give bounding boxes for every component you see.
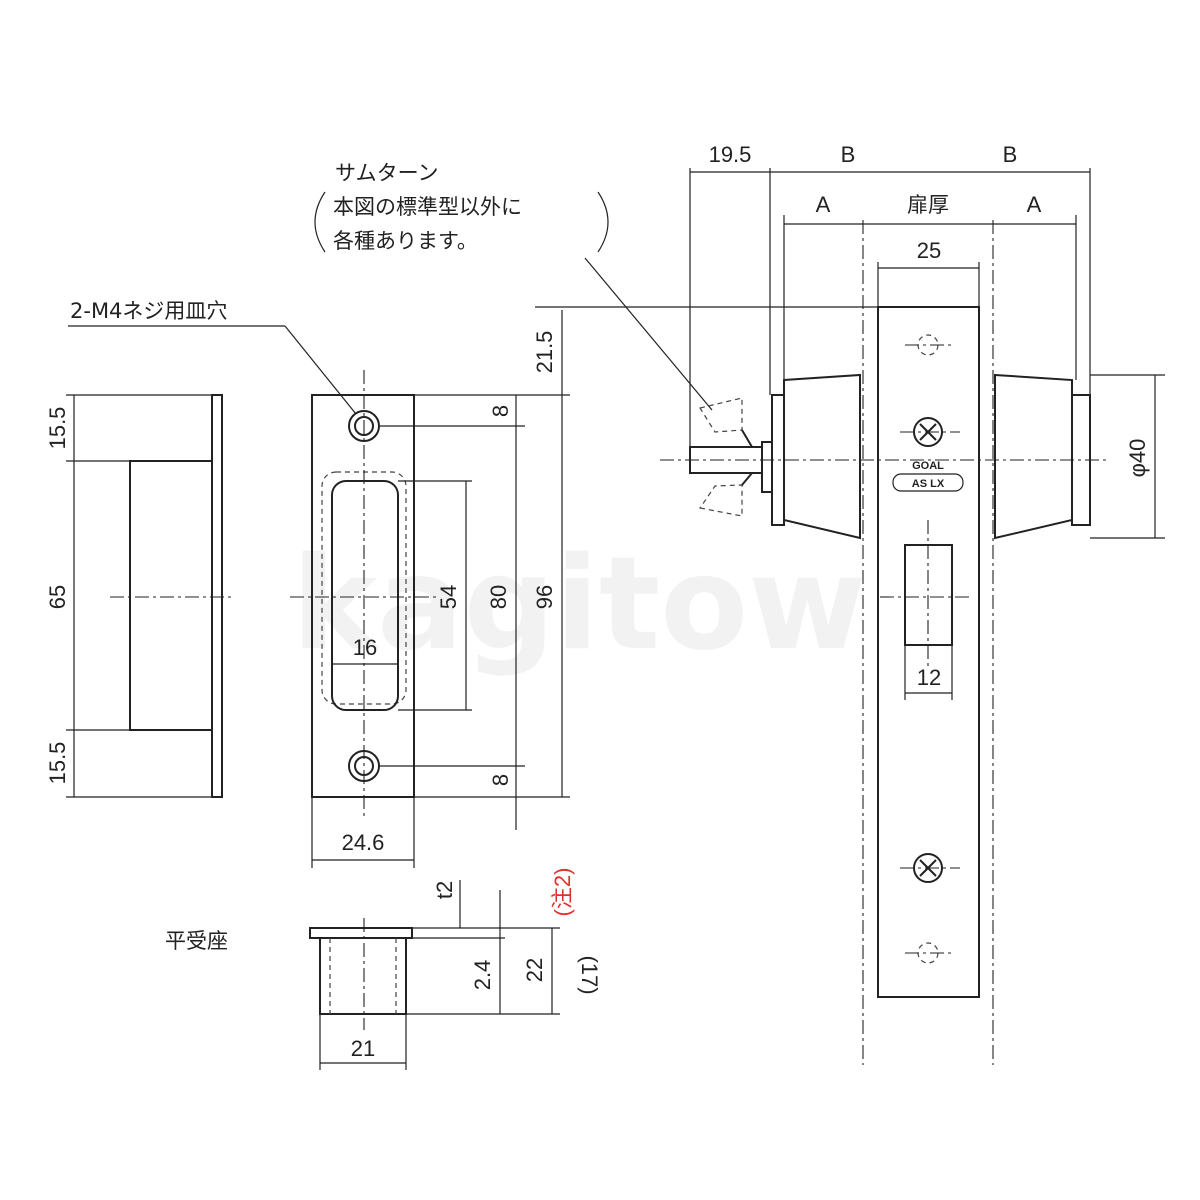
dim-top-offset: 21.5	[532, 331, 557, 374]
dim-side-top: 15.5	[45, 407, 70, 450]
lock-assembly-view: 12 GOAL AS LX	[535, 142, 1165, 1065]
dim-hole-pitch: 80	[486, 585, 511, 609]
dim-side-mid: 65	[45, 585, 70, 609]
dim-thumbturn-offset: 19.5	[709, 142, 752, 167]
thumbturn-icon	[689, 397, 763, 517]
strike-side-view: 15.5 65 15.5	[45, 394, 235, 798]
dim-door-thickness: 扉厚	[907, 193, 949, 217]
left-escutcheon	[783, 373, 861, 540]
flat-box	[319, 937, 407, 1015]
brand-mark: GOAL	[912, 460, 944, 472]
dim-window-height: 54	[436, 585, 461, 609]
dim-cylinder-dia: φ40	[1125, 439, 1150, 478]
label-thumbturn-line1: 本図の標準型以外に	[333, 195, 522, 219]
model-mark: AS LX	[912, 478, 945, 490]
label-flat-strike: 平受座	[165, 929, 228, 953]
dim-a-right: A	[1027, 192, 1042, 217]
callout-screw-holes: 2-M4ネジ用皿穴	[68, 299, 357, 415]
right-escutcheon	[994, 373, 1073, 540]
label-note2: (注2)	[550, 868, 575, 917]
dim-box-depth: 22	[522, 958, 547, 982]
label-thumbturn-line2: 各種あります。	[333, 229, 478, 253]
dim-bolt-width: 12	[917, 665, 941, 690]
strike-plate	[311, 394, 415, 798]
watermark: kagitown	[292, 530, 958, 679]
label-thumbturn-title: サムターン	[335, 161, 439, 185]
dim-window-width: 16	[353, 635, 377, 660]
callout-thumbturn: サムターン 本図の標準型以外に 各種あります。	[314, 161, 713, 411]
dim-b-left: B	[841, 142, 856, 167]
dim-thickness: t2	[432, 881, 457, 899]
strike-window	[331, 480, 399, 711]
dim-box-depth-ref: (17)	[577, 955, 602, 994]
side-flange	[211, 394, 223, 798]
dim-strike-width: 24.6	[342, 830, 385, 855]
model-badge	[892, 473, 964, 492]
dim-faceplate-width: 25	[917, 238, 941, 263]
dim-hole-top: 8	[488, 405, 513, 417]
dim-side-bottom: 15.5	[45, 742, 70, 785]
flat-strike-view: 平受座 21 t2 2.4 22 (17) (注2)	[165, 868, 602, 1070]
strike-front-view: 54 80 96 8 8 16 24.6 21.5	[290, 310, 570, 868]
dim-box-width: 21	[351, 1036, 375, 1061]
dim-b-right: B	[1003, 142, 1018, 167]
dim-flange-depth: 2.4	[470, 960, 495, 991]
dim-strike-height: 96	[532, 585, 557, 609]
dim-a-left: A	[816, 192, 831, 217]
label-screw-holes: 2-M4ネジ用皿穴	[70, 299, 227, 323]
side-box	[129, 460, 213, 731]
flat-flange	[309, 927, 413, 939]
dim-hole-bottom: 8	[488, 774, 513, 786]
